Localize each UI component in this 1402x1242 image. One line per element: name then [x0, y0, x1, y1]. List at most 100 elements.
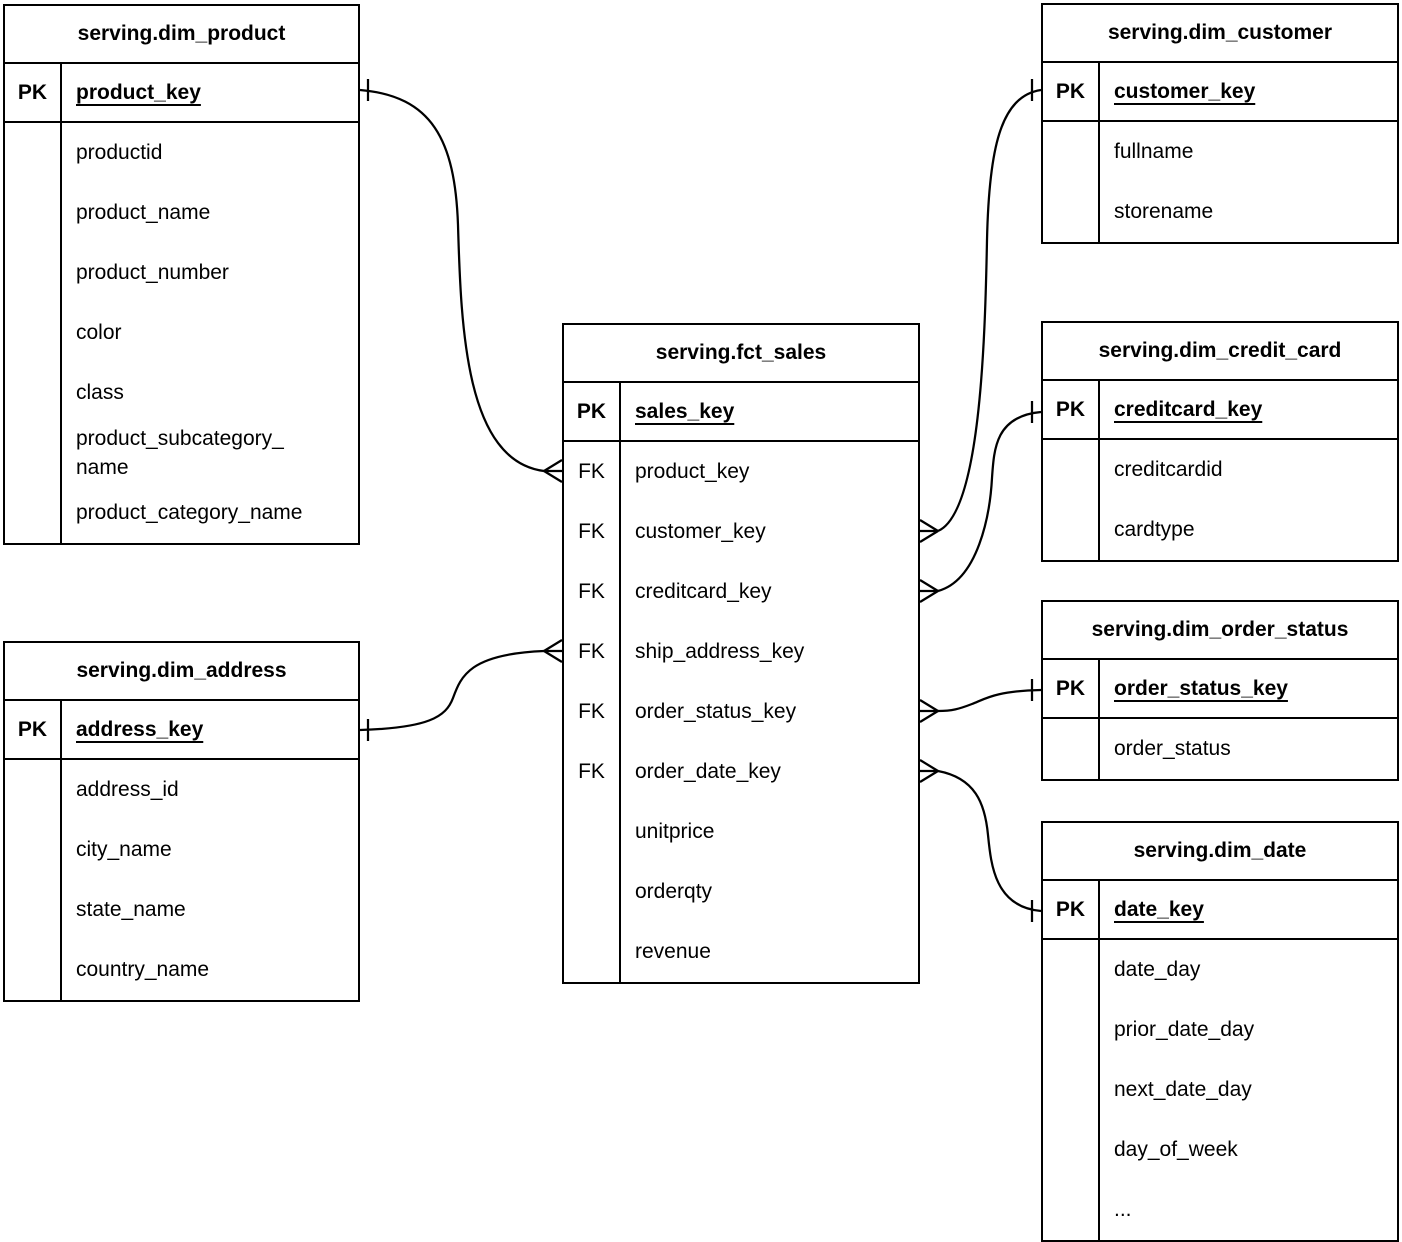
empty-badge — [1043, 122, 1100, 182]
empty-badge — [1043, 1120, 1100, 1180]
relationship-line — [359, 649, 545, 732]
entity-title: serving.dim_customer — [1043, 5, 1397, 63]
field-name: order_status — [1114, 737, 1231, 760]
field-cell: product_category_name — [62, 483, 358, 543]
field-cell: state_name — [62, 880, 358, 940]
pk-field-cell: product_key — [62, 64, 358, 121]
field-name: prior_date_day — [1114, 1018, 1255, 1041]
fk-badge-label: FK — [578, 640, 605, 663]
table-row: FK order_date_key — [564, 742, 918, 802]
field-cell: fullname — [1100, 122, 1397, 182]
field-name: state_name — [76, 898, 186, 921]
table-row: revenue — [564, 922, 918, 982]
table-row: next_date_day — [1043, 1060, 1397, 1120]
entity-title: serving.fct_sales — [564, 325, 918, 383]
field-cell: product_name — [62, 183, 358, 243]
field-name: product_number — [76, 261, 229, 284]
empty-badge — [5, 483, 62, 543]
fk-badge-label: FK — [578, 700, 605, 723]
empty-badge — [5, 423, 62, 483]
field-name: storename — [1114, 200, 1214, 223]
fields-section: fullname storename — [1043, 122, 1397, 242]
field-cell: prior_date_day — [1100, 1000, 1397, 1060]
pk-badge: PK — [1043, 881, 1100, 938]
relationship-line — [937, 769, 1042, 913]
field-name: product_key — [635, 460, 750, 483]
field-name: order_date_key — [635, 760, 781, 783]
pk-badge-label: PK — [17, 717, 48, 741]
pk-badge: PK — [5, 701, 62, 758]
empty-badge — [564, 922, 621, 982]
pk-badge-label: PK — [1055, 79, 1086, 103]
field-cell: productid — [62, 123, 358, 183]
primary-key-section: PK address_key — [5, 701, 358, 760]
field-cell: city_name — [62, 820, 358, 880]
field-cell: product_number — [62, 243, 358, 303]
empty-badge — [5, 880, 62, 940]
pk-badge-label: PK — [1055, 676, 1086, 700]
fk-badge-label: FK — [578, 760, 605, 783]
table-row: product_number — [5, 243, 358, 303]
field-name: ship_address_key — [635, 640, 805, 663]
table-row: product_subcategory_name — [5, 423, 358, 483]
table-row: order_status — [1043, 719, 1397, 779]
field-name: date_day — [1114, 958, 1201, 981]
field-cell: address_id — [62, 760, 358, 820]
fk-badge-label: FK — [578, 580, 605, 603]
field-name: product_category_name — [76, 501, 303, 524]
pk-field-cell: sales_key — [621, 383, 918, 440]
pk-badge: PK — [5, 64, 62, 121]
fk-badge: FK — [564, 682, 621, 742]
field-cell: color — [62, 303, 358, 363]
field-cell: order_status — [1100, 719, 1397, 779]
table-row: city_name — [5, 820, 358, 880]
empty-badge — [1043, 1000, 1100, 1060]
field-cell: order_status_key — [621, 682, 918, 742]
field-cell: revenue — [621, 922, 918, 982]
field-name: next_date_day — [1114, 1078, 1252, 1101]
table-row: PK sales_key — [564, 383, 918, 440]
pk-field-name: address_key — [76, 717, 204, 741]
many-cardinality-crowfoot — [543, 639, 563, 663]
pk-field-name: sales_key — [635, 399, 735, 423]
pk-badge-label: PK — [1055, 897, 1086, 921]
table-row: color — [5, 303, 358, 363]
pk-badge-label: PK — [576, 399, 607, 423]
pk-badge-label: PK — [17, 80, 48, 104]
table-row: cardtype — [1043, 500, 1397, 560]
table-row: product_name — [5, 183, 358, 243]
pk-badge: PK — [1043, 660, 1100, 717]
entity-title: serving.dim_address — [5, 643, 358, 701]
relationship-address-sales — [359, 639, 563, 741]
table-row: fullname — [1043, 122, 1397, 182]
empty-badge — [1043, 940, 1100, 1000]
relationship-line — [937, 688, 1042, 713]
relationship-line — [937, 410, 1042, 593]
pk-badge: PK — [564, 383, 621, 440]
table-row: orderqty — [564, 862, 918, 922]
relationship-line — [937, 88, 1042, 533]
pk-field-name: product_key — [76, 80, 201, 104]
field-name: city_name — [76, 838, 172, 861]
entity-title: serving.dim_credit_card — [1043, 323, 1397, 381]
empty-badge — [1043, 1060, 1100, 1120]
table-row: productid — [5, 123, 358, 183]
entity-title: serving.dim_product — [5, 6, 358, 64]
empty-badge — [5, 183, 62, 243]
empty-badge — [5, 303, 62, 363]
fk-badge: FK — [564, 502, 621, 562]
primary-key-section: PK sales_key — [564, 383, 918, 442]
relationship-line — [359, 88, 545, 473]
many-cardinality-crowfoot — [919, 519, 939, 543]
